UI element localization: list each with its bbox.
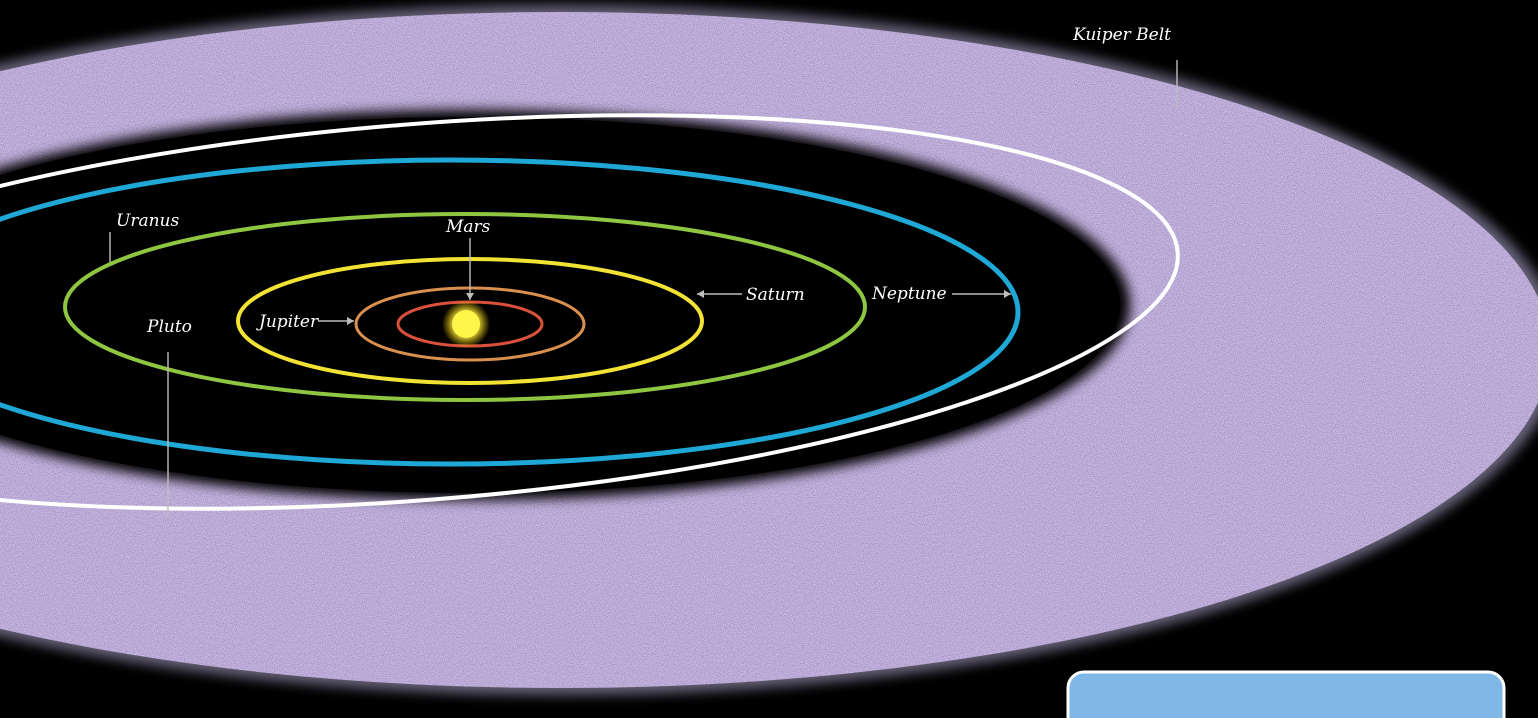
labels: Kuiper Belt Uranus Mars Saturn Neptune J… <box>116 25 1171 337</box>
sun <box>442 300 490 348</box>
label-neptune: Neptune <box>871 284 947 304</box>
orbit-green <box>63 212 867 402</box>
kuiper-belt <box>0 5 1538 695</box>
label-jupiter: Jupiter <box>256 312 319 332</box>
orbit-blue <box>0 157 1021 467</box>
label-mars: Mars <box>445 217 491 237</box>
orbit-pluto <box>0 113 1180 511</box>
label-kuiper-belt: Kuiper Belt <box>1072 25 1171 45</box>
info-panel <box>1066 670 1506 718</box>
label-saturn: Saturn <box>746 285 805 305</box>
label-uranus: Uranus <box>116 211 179 231</box>
leader-lines <box>109 60 1178 516</box>
label-pluto: Pluto <box>146 317 192 337</box>
